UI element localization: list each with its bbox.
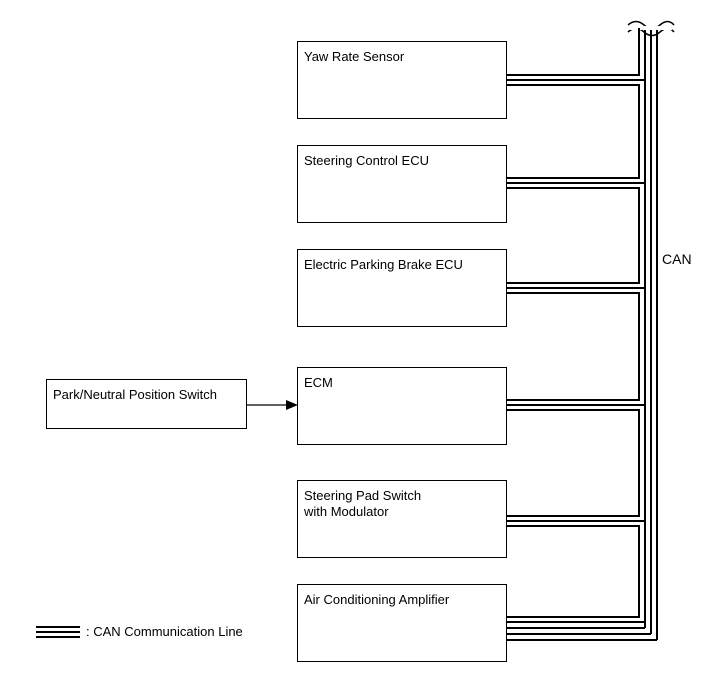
can-bus-label: CAN [662, 251, 692, 267]
ecu-air-conditioning-amplifier: Air Conditioning Amplifier [297, 584, 507, 662]
ecu-label: Steering Pad Switch with Modulator [304, 488, 422, 519]
ecu-label: Electric Parking Brake ECU [304, 257, 463, 272]
ecu-label: ECM [304, 375, 333, 390]
can-branches [506, 28, 657, 641]
ecu-electric-parking-brake: Electric Parking Brake ECU [297, 249, 507, 327]
switch-label: Park/Neutral Position Switch [53, 387, 218, 402]
legend-text: : CAN Communication Line [86, 624, 243, 639]
signal-arrow [246, 400, 298, 410]
ecu-steering-control: Steering Control ECU [297, 145, 507, 223]
ecu-ecm: ECM [297, 367, 507, 445]
park-neutral-position-switch: Park/Neutral Position Switch [46, 379, 247, 429]
ecu-label: Air Conditioning Amplifier [304, 592, 450, 607]
ecu-label: Steering Control ECU [304, 153, 429, 168]
ecu-label: Yaw Rate Sensor [304, 49, 405, 64]
ecu-yaw-rate-sensor: Yaw Rate Sensor [297, 41, 507, 119]
ecu-steering-pad-switch: Steering Pad Switch with Modulator [297, 480, 507, 558]
legend-line-icon [36, 626, 80, 638]
can-trunk [627, 20, 675, 640]
